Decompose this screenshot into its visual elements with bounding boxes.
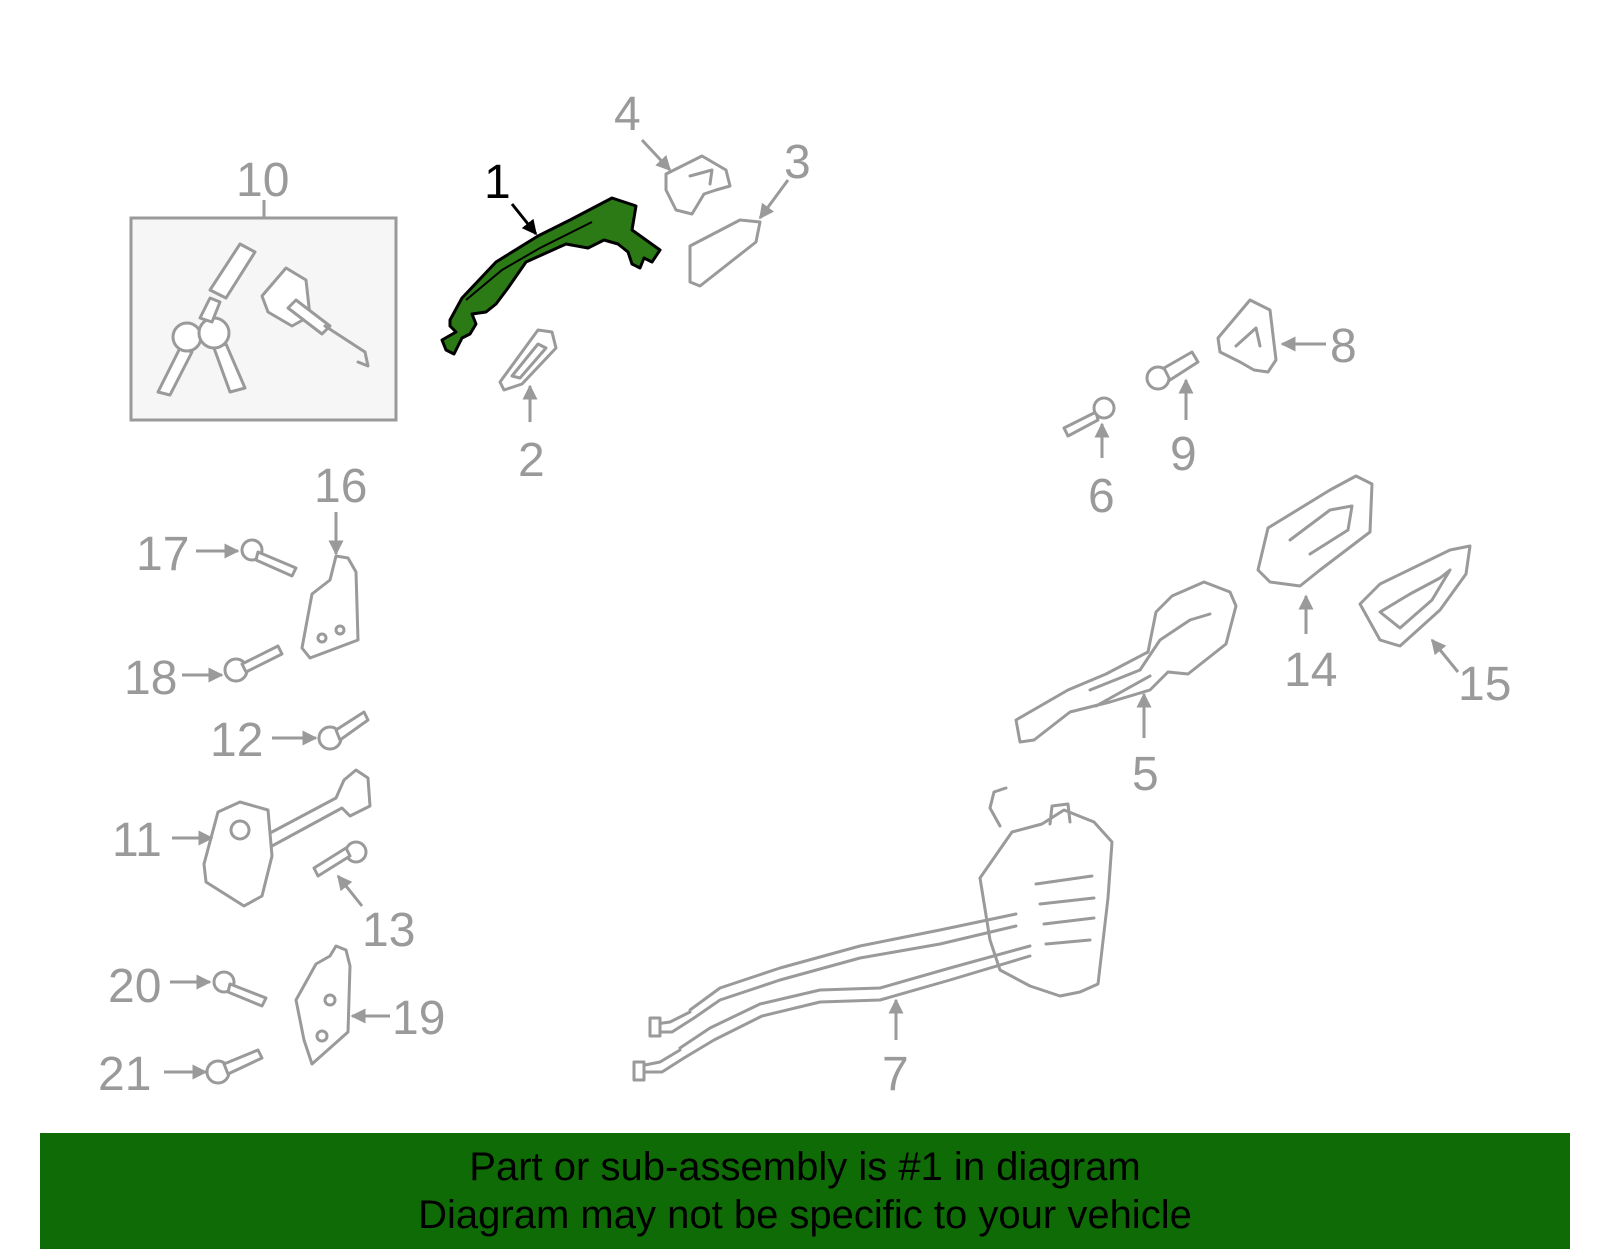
part-14-inside-handle-housing[interactable] — [1256, 474, 1374, 588]
leader-3 — [758, 179, 790, 220]
callout-12: 12 — [210, 714, 263, 767]
part-18-bolt[interactable] — [223, 644, 284, 683]
leader-13 — [336, 874, 364, 907]
leader-4 — [640, 138, 672, 172]
banner-line-1: Part or sub-assembly is #1 in diagram — [469, 1145, 1141, 1189]
callout-11: 11 — [112, 814, 162, 867]
info-banner: Part or sub-assembly is #1 in diagram Di… — [40, 1133, 1570, 1249]
callout-1: 1 — [484, 156, 511, 209]
callout-4: 4 — [614, 88, 641, 141]
part-15-inside-handle[interactable] — [1358, 544, 1472, 648]
part-4-handle-cover[interactable] — [664, 154, 732, 216]
callout-17: 17 — [136, 528, 189, 581]
part-21-bolt[interactable] — [205, 1048, 264, 1085]
callout-15: 15 — [1458, 658, 1511, 711]
part-6-screw[interactable] — [1062, 396, 1116, 438]
callout-21: 21 — [98, 1048, 151, 1101]
part-9-bolt[interactable] — [1145, 350, 1200, 391]
part-17-bolt[interactable] — [240, 538, 298, 578]
callout-3: 3 — [784, 136, 811, 189]
callout-10: 10 — [236, 154, 289, 207]
callout-8: 8 — [1330, 320, 1357, 373]
callout-19: 19 — [392, 992, 445, 1045]
leader-1 — [510, 203, 538, 236]
callout-5: 5 — [1132, 748, 1159, 801]
part-3-cover-gasket[interactable] — [688, 218, 762, 288]
part-1-outside-door-handle[interactable] — [440, 196, 662, 356]
part-13-bolt[interactable] — [312, 840, 368, 878]
callout-2: 2 — [518, 434, 545, 487]
part-20-bolt[interactable] — [212, 970, 268, 1008]
callout-7: 7 — [882, 1048, 909, 1101]
part-16-upper-hinge[interactable] — [300, 554, 360, 660]
callout-9: 9 — [1170, 428, 1197, 481]
callout-13: 13 — [362, 904, 415, 957]
callout-16: 16 — [314, 460, 367, 513]
part-2-handle-gasket[interactable] — [498, 328, 558, 392]
leader-15 — [1430, 638, 1460, 673]
part-11-door-check[interactable] — [202, 768, 372, 908]
part-19-lower-hinge[interactable] — [294, 944, 352, 1066]
part-5-handle-frame[interactable] — [1014, 580, 1238, 744]
callout-6: 6 — [1088, 470, 1115, 523]
part-12-bolt[interactable] — [317, 710, 370, 751]
part-8-door-striker[interactable] — [1216, 298, 1278, 374]
callout-20: 20 — [108, 960, 161, 1013]
part-7-door-latch[interactable] — [632, 786, 1114, 1082]
part-10-key-lock-set[interactable] — [129, 200, 398, 422]
callout-14: 14 — [1284, 644, 1337, 697]
banner-line-2: Diagram may not be specific to your vehi… — [418, 1193, 1192, 1237]
callout-18: 18 — [124, 652, 177, 705]
